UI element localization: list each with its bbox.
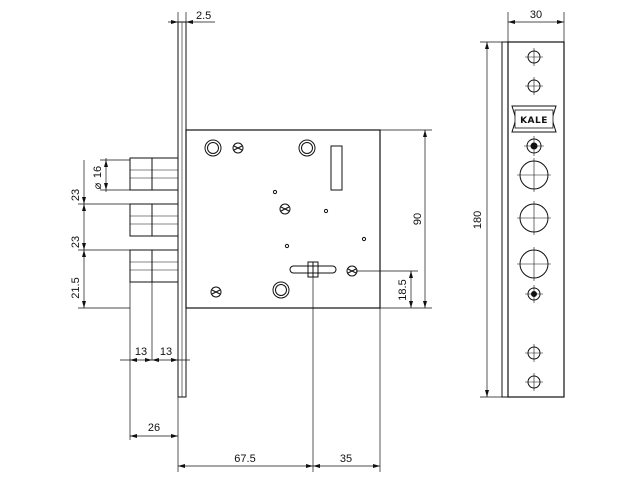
dim-bolt-spacing-1: 23 bbox=[70, 189, 82, 201]
dim-bolt-to-bottom: 21.5 bbox=[70, 277, 82, 298]
handle-follower bbox=[289, 261, 337, 278]
bolt-bottom bbox=[129, 249, 179, 283]
faceplate-screw-4 bbox=[525, 344, 543, 362]
case-hole-top-left bbox=[204, 139, 222, 157]
faceplate-latch-hole bbox=[524, 136, 544, 156]
screw-icon bbox=[232, 142, 244, 154]
lock-front-plate bbox=[177, 21, 187, 398]
dim-faceplate-thickness: 2.5 bbox=[196, 10, 211, 22]
dim-body-height: 90 bbox=[412, 213, 424, 225]
bolt-middle bbox=[129, 203, 179, 237]
case-hole-top-right bbox=[298, 139, 316, 157]
dim-handle-to-end: 35 bbox=[340, 453, 352, 465]
bolt-top bbox=[129, 157, 179, 191]
dim-faceplate-height: 180 bbox=[472, 211, 484, 229]
dim-backset: 67.5 bbox=[234, 453, 255, 465]
dim-bolt-width-1: 13 bbox=[135, 346, 147, 358]
dim-bolt-width-2: 13 bbox=[160, 346, 172, 358]
case-hole-bottom bbox=[272, 281, 290, 299]
dimension-labels: 2.5 30 180 90 18.5 ⌀ 16 23 23 21.5 13 13… bbox=[70, 9, 542, 465]
case-slot bbox=[330, 145, 343, 191]
dim-handle-offset: 18.5 bbox=[397, 279, 409, 300]
bolt-opening-1 bbox=[517, 158, 551, 192]
dim-bolt-spacing-2: 23 bbox=[70, 236, 82, 248]
faceplate-screw-1 bbox=[525, 48, 543, 66]
screw-icon bbox=[279, 203, 291, 215]
brand-logo: KALE bbox=[511, 105, 557, 133]
dim-bolt-diameter: 16 bbox=[92, 166, 104, 178]
screw-icon bbox=[210, 286, 222, 298]
lock-case bbox=[185, 129, 432, 309]
faceplate-screw-3 bbox=[525, 285, 543, 303]
faceplate: KALE bbox=[501, 41, 565, 398]
case-features bbox=[204, 139, 367, 299]
faceplate-screw-2 bbox=[525, 77, 543, 95]
dimension-arrows bbox=[82, 20, 564, 468]
svg-text:KALE: KALE bbox=[520, 116, 548, 126]
bolt-opening-3 bbox=[517, 247, 551, 281]
dim-bolt-diameter-symbol: ⌀ bbox=[92, 182, 104, 189]
dim-faceplate-width: 30 bbox=[530, 9, 542, 21]
faceplate-screw-5 bbox=[525, 373, 543, 391]
bolt-opening-2 bbox=[517, 201, 551, 235]
bolts bbox=[129, 157, 179, 283]
dim-bolt-throw: 26 bbox=[148, 422, 160, 434]
